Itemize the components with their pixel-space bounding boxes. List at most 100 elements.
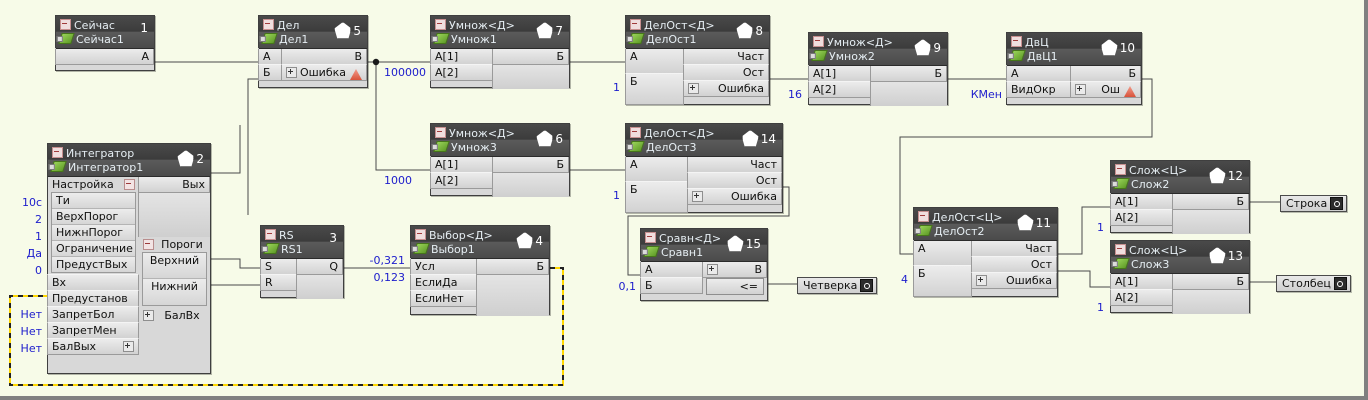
- port-out-b[interactable]: Б: [492, 156, 569, 173]
- collapse-icon[interactable]: [124, 179, 135, 190]
- collapse-icon[interactable]: [1115, 164, 1126, 175]
- collapse-icon[interactable]: [1115, 244, 1126, 255]
- port-in-a2[interactable]: A[2]: [1110, 289, 1173, 306]
- port-out-a[interactable]: A: [55, 48, 154, 65]
- port-out-lower[interactable]: Нижний: [143, 279, 206, 305]
- block-rs1[interactable]: RS RS1 3 S R Q: [260, 225, 344, 299]
- group-header-thresholds[interactable]: Пороги: [139, 237, 210, 252]
- port-in-a[interactable]: A: [625, 156, 688, 182]
- port-out-error[interactable]: Ошибка: [971, 272, 1057, 289]
- block-header[interactable]: Сейчас Сейчас1 1: [56, 16, 154, 49]
- block-slozh3[interactable]: Слож<Ц> Слож3 13 A[1] A[2] Б: [1110, 240, 1250, 314]
- block-header[interactable]: Слож<Ц> Слож3 13: [1111, 241, 1249, 274]
- port-in-b[interactable]: Б: [625, 73, 684, 105]
- port-out-v[interactable]: В: [702, 261, 767, 278]
- io-tag-stolbec[interactable]: Столбец: [1276, 275, 1351, 292]
- port-out-error[interactable]: Ошибка: [687, 188, 782, 205]
- block-header[interactable]: Слож<Ц> Слож2 12: [1111, 161, 1249, 194]
- port-in-a1[interactable]: A[1]: [1110, 273, 1173, 290]
- block-header[interactable]: Выбор<Д> Выбор1 4: [411, 226, 549, 259]
- port-in-vh[interactable]: Вх: [47, 274, 139, 291]
- block-header[interactable]: Умнож<Д> Умнож2 9: [809, 33, 947, 66]
- port-in-a[interactable]: A: [913, 240, 972, 266]
- block-header[interactable]: ДвЦ ДвЦ1 10: [1007, 33, 1141, 66]
- port-in-balance-out[interactable]: БалВых: [47, 338, 139, 355]
- expand-icon[interactable]: [285, 67, 297, 78]
- block-integrator1[interactable]: Интегратор Интегратор1 2 Настройка Ти Ве…: [47, 143, 211, 374]
- collapse-icon[interactable]: [918, 211, 929, 222]
- block-delost1[interactable]: ДелОст<Д> ДелОст1 8 A Б Част Ост Ошибка: [625, 15, 770, 105]
- port-in-a2[interactable]: A[2]: [1110, 209, 1173, 226]
- expand-icon[interactable]: [688, 83, 699, 94]
- port-in-block-increase[interactable]: ЗапретБол: [47, 306, 139, 323]
- io-tag-chetverka[interactable]: Четверка: [797, 277, 878, 294]
- port-in-if-true[interactable]: ЕслиДа: [410, 274, 477, 291]
- collapse-icon[interactable]: [415, 229, 426, 240]
- port-out-b[interactable]: Б: [1172, 273, 1249, 290]
- block-header[interactable]: RS RS1 3: [261, 226, 343, 259]
- block-header[interactable]: ДелОст<Д> ДелОст1 8: [626, 16, 769, 49]
- block-header[interactable]: Сравн<Д> Сравн1 15: [641, 229, 767, 262]
- collapse-icon[interactable]: [52, 147, 63, 158]
- port-out-error[interactable]: Ош: [1070, 81, 1141, 98]
- port-in-a1[interactable]: A[1]: [430, 48, 493, 65]
- block-delost2[interactable]: ДелОст<Ц> ДелОст2 11 A Б Част Ост Ошибка: [913, 207, 1058, 297]
- expand-icon[interactable]: [123, 341, 134, 352]
- port-in-a1[interactable]: A[1]: [1110, 193, 1173, 210]
- io-port-icon[interactable]: [1330, 197, 1344, 210]
- expand-icon[interactable]: [707, 264, 718, 275]
- block-slozh2[interactable]: Слож<Ц> Слож2 12 A[1] A[2] Б: [1110, 160, 1250, 234]
- port-in-a[interactable]: A: [258, 48, 282, 65]
- block-vybor1[interactable]: Выбор<Д> Выбор1 4 Усл ЕслиДа ЕслиНет Б: [410, 225, 550, 316]
- param-upper-threshold[interactable]: ВерхПорог: [52, 209, 135, 225]
- port-in-b[interactable]: Б: [625, 181, 688, 213]
- collapse-icon[interactable]: [60, 19, 71, 30]
- port-out-b[interactable]: Б: [1172, 193, 1249, 210]
- port-in-if-false[interactable]: ЕслиНет: [410, 290, 477, 307]
- block-header[interactable]: Дел Дел1 5: [259, 16, 367, 49]
- block-dvc1[interactable]: ДвЦ ДвЦ1 10 A ВидОкр Б Ош: [1006, 32, 1142, 105]
- group-header-settings[interactable]: Настройка: [48, 177, 139, 192]
- port-in-rounding[interactable]: ВидОкр: [1006, 81, 1071, 98]
- expand-icon[interactable]: [1075, 84, 1086, 95]
- block-header[interactable]: Интегратор Интегратор1 2: [48, 144, 210, 177]
- port-out-b[interactable]: Б: [476, 258, 549, 275]
- collapse-icon[interactable]: [435, 127, 446, 138]
- block-header[interactable]: Умнож<Д> Умнож3 6: [431, 124, 569, 157]
- port-out-q[interactable]: Q: [296, 258, 343, 275]
- collapse-icon[interactable]: [630, 19, 641, 30]
- block-umnozh1[interactable]: Умнож<Д> Умнож1 7 A[1] A[2] Б: [430, 15, 570, 89]
- expand-icon[interactable]: [692, 191, 703, 202]
- param-lower-threshold[interactable]: НижнПорог: [52, 225, 135, 241]
- port-in-block-decrease[interactable]: ЗапретМен: [47, 322, 139, 339]
- collapse-icon[interactable]: [435, 19, 446, 30]
- port-out-quotient[interactable]: Част: [687, 156, 782, 173]
- port-out-b[interactable]: Б: [492, 48, 569, 65]
- block-umnozh2[interactable]: Умнож<Д> Умнож2 9 A[1] A[2] Б: [808, 32, 948, 106]
- port-in-a[interactable]: A: [640, 261, 703, 278]
- port-in-b[interactable]: Б: [258, 64, 282, 81]
- block-delost3[interactable]: ДелОст<Д> ДелОст3 14 A Б Част Ост Ошибка: [625, 123, 783, 213]
- port-out-upper[interactable]: Верхний: [143, 253, 206, 279]
- port-in-a2[interactable]: A[2]: [430, 64, 493, 81]
- port-in-preset[interactable]: Предустанов: [47, 290, 139, 307]
- collapse-icon[interactable]: [1011, 36, 1022, 47]
- port-in-b[interactable]: Б: [640, 277, 703, 294]
- port-out-error[interactable]: Ошибка: [280, 64, 367, 81]
- group-header-balance-in[interactable]: БалВх: [139, 308, 210, 323]
- io-tag-stroka[interactable]: Строка: [1280, 195, 1348, 212]
- expand-icon[interactable]: [143, 310, 154, 321]
- param-preset-output[interactable]: ПредустВых: [52, 257, 135, 272]
- port-out-quotient[interactable]: Част: [971, 240, 1057, 257]
- expand-icon[interactable]: [976, 275, 987, 286]
- port-out-b[interactable]: Б: [1070, 65, 1141, 82]
- collapse-icon[interactable]: [265, 229, 276, 240]
- io-port-icon[interactable]: [1333, 277, 1347, 290]
- port-out-v[interactable]: В: [280, 48, 367, 65]
- block-seychas1[interactable]: Сейчас Сейчас1 1 A: [55, 15, 155, 71]
- block-del1[interactable]: Дел Дел1 5 A Б В Ошибка: [258, 15, 368, 88]
- block-header[interactable]: ДелОст<Ц> ДелОст2 11: [914, 208, 1057, 241]
- port-in-a2[interactable]: A[2]: [808, 81, 871, 98]
- port-out-remainder[interactable]: Ост: [971, 256, 1057, 273]
